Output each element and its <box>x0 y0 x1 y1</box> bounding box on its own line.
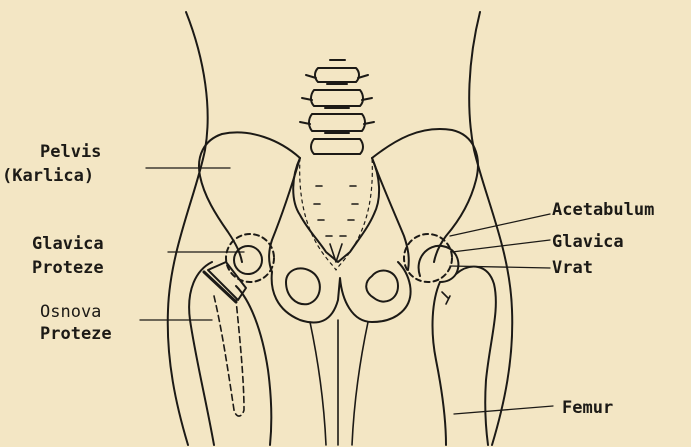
prosthesis-stem <box>214 296 244 416</box>
acetabulum-right <box>404 234 452 282</box>
label-acetabulum: Acetabulum <box>552 200 654 220</box>
lumbar-spine <box>300 60 374 154</box>
label-glavica-proteze-line1: Glavica <box>32 234 104 254</box>
label-pelvis: Pelvis <box>40 142 101 162</box>
femoral-head-right <box>419 246 459 282</box>
obturator-foramen-left <box>286 268 320 304</box>
label-osnova: Osnova <box>40 302 101 322</box>
femur-right <box>433 282 446 445</box>
label-glavica-proteze-line2: Proteze <box>32 258 104 278</box>
ilium-left <box>199 132 300 262</box>
label-glavica-right: Glavica <box>552 232 624 252</box>
femur-left <box>189 262 214 445</box>
obturator-foramen-right <box>366 271 398 302</box>
label-vrat: Vrat <box>552 258 593 278</box>
sacrum <box>293 158 379 262</box>
body-outline-right <box>469 12 512 445</box>
label-karlica: (Karlica) <box>2 166 94 186</box>
label-femur: Femur <box>562 398 613 418</box>
label-osnova-proteze: Proteze <box>40 324 112 344</box>
